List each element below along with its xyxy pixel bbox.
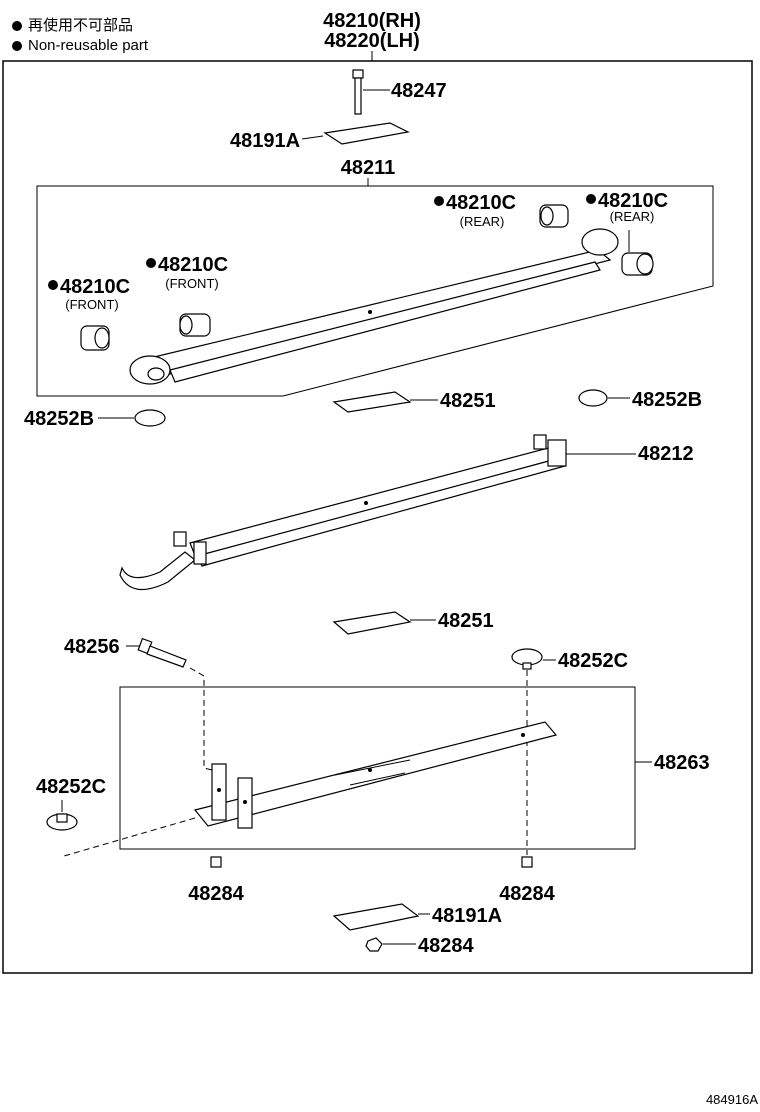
bushing-rear-left-icon [539, 204, 569, 228]
label-48252b-left: 48252B [24, 408, 94, 430]
label-48191a-top: 48191A [230, 130, 300, 152]
nut-48284-a-icon [210, 856, 222, 868]
illustration-code: 484916A [706, 1092, 758, 1107]
header-rh-label: 48210(RH) [323, 10, 421, 32]
sub-rear-right: (REAR) [610, 209, 655, 224]
nut-48284-b-icon [521, 856, 533, 868]
dashed-line-48252c-left [63, 817, 196, 857]
pad-48251-b-icon [332, 611, 412, 635]
frame-48211 [36, 185, 714, 397]
leaf-48212-icon [119, 434, 567, 591]
label-48210c-rear-left: 48210C [446, 192, 516, 214]
label-48256: 48256 [64, 636, 120, 658]
nonreusable-dot-icon [434, 196, 444, 206]
label-48251-a: 48251 [440, 390, 496, 412]
leader-48191a-top [301, 135, 324, 140]
label-48210c-front-right: 48210C [158, 254, 228, 276]
label-48247: 48247 [391, 80, 447, 102]
label-48284-b: 48284 [499, 883, 555, 905]
legend-nonreusable-en: Non-reusable part [12, 36, 148, 55]
sub-front-left: (FRONT) [65, 297, 118, 312]
nut-48284-c-icon [365, 937, 383, 952]
label-48210c-rear-right: 48210C [598, 190, 668, 212]
nonreusable-dot-icon [586, 194, 596, 204]
leaf-spring-48211-icon [129, 228, 619, 385]
label-48284-c: 48284 [418, 935, 474, 957]
label-48252c-right: 48252C [558, 650, 628, 672]
frame-48263 [119, 686, 636, 850]
bolt-48256-icon [137, 637, 187, 668]
label-48210c-front-left: 48210C [60, 276, 130, 298]
bumper-48252c-right-icon [511, 648, 543, 670]
label-48284-a: 48284 [188, 883, 244, 905]
label-48191a-bottom: 48191A [432, 905, 502, 927]
bullet-icon [12, 21, 22, 32]
label-48263: 48263 [654, 752, 710, 774]
label-48211: 48211 [341, 157, 396, 179]
label-48251-b: 48251 [438, 610, 494, 632]
pad-48251-a-icon [332, 391, 412, 413]
bullet-icon [12, 41, 22, 52]
bushing-front-right-icon [179, 313, 211, 337]
sub-front-right: (FRONT) [165, 276, 218, 291]
bumper-48252c-left-icon [46, 813, 78, 831]
bumper-48252b-left-icon [134, 409, 166, 427]
main-frame [2, 60, 753, 974]
label-48212: 48212 [638, 443, 694, 465]
legend-nonreusable-jp: 再使用不可部品 [12, 16, 133, 35]
bumper-48252b-right-icon [578, 389, 608, 407]
lower-leaf-48263-icon [193, 721, 558, 829]
nonreusable-dot-icon [146, 258, 156, 268]
label-48252b-right: 48252B [632, 389, 702, 411]
bolt-48247-icon [352, 69, 364, 115]
dashed-line-48256 [189, 667, 213, 771]
plate-48191a-bottom-icon [332, 903, 420, 931]
bushing-front-left-icon [80, 325, 110, 351]
sub-rear-left: (REAR) [460, 214, 505, 229]
plate-48191a-top-icon [323, 122, 410, 145]
header-lh-label: 48220(LH) [324, 30, 420, 52]
bushing-rear-right-icon [621, 252, 654, 276]
nonreusable-dot-icon [48, 280, 58, 290]
label-48252c-left: 48252C [36, 776, 106, 798]
